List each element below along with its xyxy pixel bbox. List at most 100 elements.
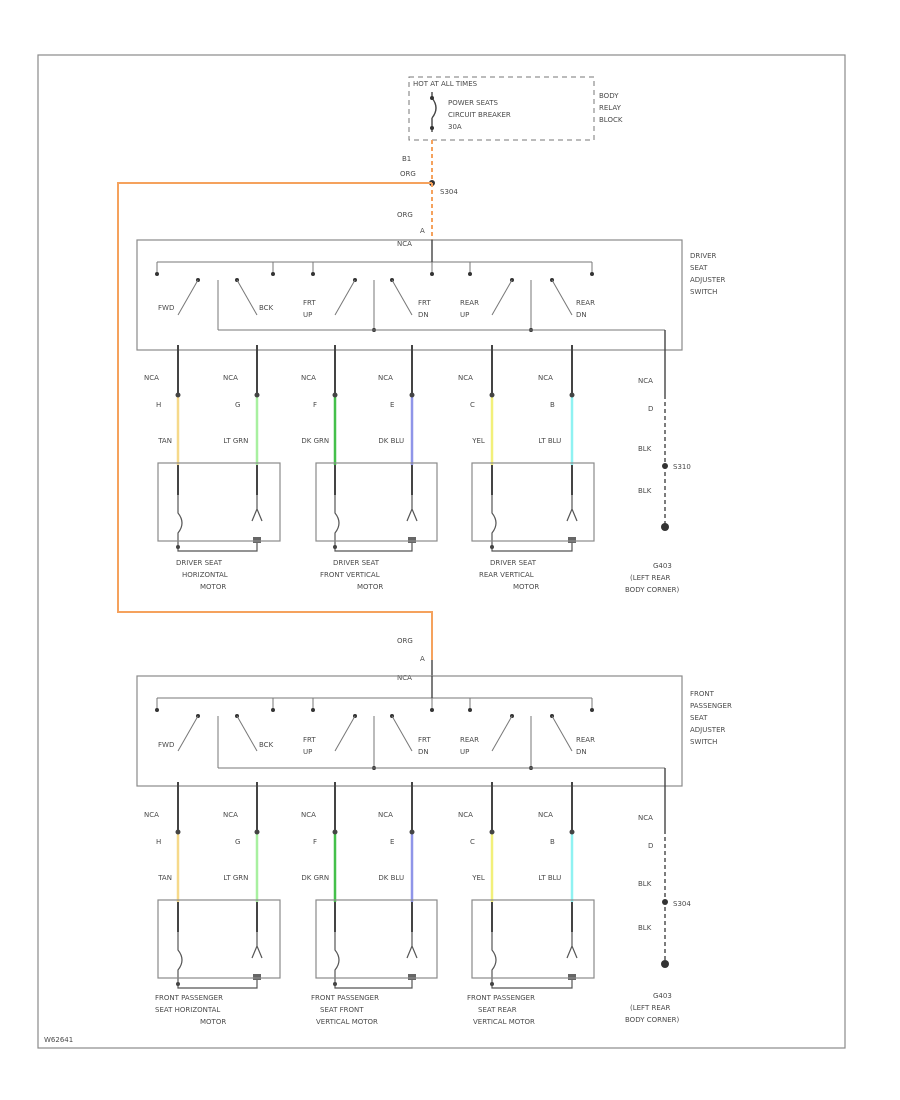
passenger-connector-3 <box>409 829 415 835</box>
driver-rear-up-label-1: REAR <box>460 299 479 307</box>
passenger-motor-circuit-1 <box>334 932 413 989</box>
passenger-ground-color-1: BLK <box>638 880 652 888</box>
passenger-ground-label-3: BODY CORNER) <box>625 1016 679 1024</box>
driver-switch-box <box>136 239 683 351</box>
passenger-feed-conn: NCA <box>397 674 412 682</box>
passenger-ground-label-2: (LEFT REAR <box>630 1004 671 1012</box>
driver-connector-0 <box>175 392 181 398</box>
diagram-code: W62641 <box>44 1036 73 1044</box>
passenger-motor-2-line-3: VERTICAL MOTOR <box>316 1018 378 1026</box>
circuit-breaker-block: HOT AT ALL TIMES POWER SEATS CIRCUIT BRE… <box>408 76 623 141</box>
driver-wire-conn-1: NCA <box>223 374 238 382</box>
driver-bck-label: BCK <box>259 304 274 312</box>
passenger-wire-pin-3: E <box>390 838 394 846</box>
driver-wire-color-1: LT GRN <box>223 437 248 445</box>
driver-seat-switch: ORG A NCA DRIVER SEAT ADJUSTER SWITCH <box>136 211 726 395</box>
passenger-switch-title-2: PASSENGER <box>690 702 732 710</box>
driver-motor-armature-2 <box>568 537 576 543</box>
driver-motor-2-line-1: DRIVER SEAT <box>333 559 380 567</box>
driver-wire-conn-5: NCA <box>538 374 553 382</box>
block-label-2: RELAY <box>599 104 622 112</box>
driver-motor-terminal-0 <box>251 495 263 522</box>
passenger-motors: FRONT PASSENGER SEAT HORIZONTAL MOTOR FR… <box>155 899 595 1026</box>
driver-motor-3-line-3: MOTOR <box>513 583 539 591</box>
passenger-motor-circuit-0 <box>177 932 258 989</box>
passenger-connector-0 <box>175 829 181 835</box>
passenger-wire-color-1: LT GRN <box>223 874 248 882</box>
driver-connector-3 <box>409 392 415 398</box>
passenger-ground-pin: D <box>648 842 653 850</box>
driver-motor-node-2 <box>490 545 494 549</box>
driver-wire-conn-2: NCA <box>301 374 316 382</box>
passenger-wire-conn-5: NCA <box>538 811 553 819</box>
passenger-wire-color-5: LT BLU <box>538 874 561 882</box>
passenger-wire-conn-4: NCA <box>458 811 473 819</box>
passenger-ground-label-1: G403 <box>653 992 672 1000</box>
passenger-motor-terminal-1 <box>406 932 418 959</box>
driver-feed-conn: NCA <box>397 240 412 248</box>
passenger-bck-label: BCK <box>259 741 274 749</box>
passenger-motor-3-line-3: VERTICAL MOTOR <box>473 1018 535 1026</box>
passenger-ground-splice: S304 <box>673 900 691 908</box>
passenger-fwd-label: FWD <box>158 741 174 749</box>
passenger-rear-up-label-2: UP <box>460 748 469 756</box>
passenger-wire-color-3: DK BLU <box>378 874 404 882</box>
passenger-motor-3-line-2: SEAT REAR <box>478 1006 517 1014</box>
driver-motor-node-1 <box>333 545 337 549</box>
passenger-motor-2-line-1: FRONT PASSENGER <box>311 994 379 1002</box>
driver-wire-color-0: TAN <box>157 437 172 445</box>
driver-wire-pin-5: B <box>550 401 555 409</box>
passenger-feed-pin: A <box>420 655 425 663</box>
driver-frt-up-label-2: UP <box>303 311 312 319</box>
passenger-switch-title-5: SWITCH <box>690 738 717 746</box>
passenger-motor-terminal-0 <box>251 932 263 959</box>
passenger-wire-conn-1: NCA <box>223 811 238 819</box>
passenger-wire-pin-5: B <box>550 838 555 846</box>
passenger-switch-title-1: FRONT <box>690 690 715 698</box>
driver-connector-4 <box>489 392 495 398</box>
passenger-seat-switch: ORG A NCA FRONT PASSENGER SEAT ADJUSTER … <box>136 637 732 830</box>
passenger-horizontal-motor-box <box>157 899 281 979</box>
driver-motor-1-line-1: DRIVER SEAT <box>176 559 223 567</box>
driver-bus-taps <box>155 262 594 276</box>
passenger-wire-color-4: YEL <box>471 874 485 882</box>
driver-frt-dn-label-2: DN <box>418 311 429 319</box>
passenger-rear-vertical-motor-box <box>471 899 595 979</box>
feed-wire-color: ORG <box>400 170 416 178</box>
passenger-front-vertical-motor-box <box>315 899 438 979</box>
driver-wire-color-5: LT BLU <box>538 437 561 445</box>
diagram-frame <box>37 54 846 1049</box>
driver-ground-color-1: BLK <box>638 445 652 453</box>
feed-wire-number: B1 <box>402 155 411 163</box>
passenger-motor-armature-1 <box>408 974 416 980</box>
driver-wire-conn-0: NCA <box>144 374 159 382</box>
block-label-3: BLOCK <box>599 116 623 124</box>
driver-motor-node-0 <box>176 545 180 549</box>
driver-motors: DRIVER SEAT HORIZONTAL MOTOR DRIVER SEAT… <box>157 462 595 591</box>
driver-motor-terminal-1 <box>406 495 418 522</box>
driver-frt-dn-label-1: FRT <box>418 299 431 307</box>
driver-rear-dn-label-2: DN <box>576 311 587 319</box>
passenger-wire-pin-1: G <box>235 838 240 846</box>
passenger-motor-2-line-2: SEAT FRONT <box>320 1006 364 1014</box>
passenger-motor-armature-2 <box>568 974 576 980</box>
passenger-frt-up-label-1: FRT <box>303 736 316 744</box>
fuse-label-1: POWER SEATS <box>448 99 499 107</box>
driver-ground-label-1: G403 <box>653 562 672 570</box>
passenger-wire-color-0: TAN <box>157 874 172 882</box>
fuse-label-2: CIRCUIT BREAKER <box>448 111 511 119</box>
block-label-1: BODY <box>599 92 619 100</box>
passenger-rear-dn-label-2: DN <box>576 748 587 756</box>
passenger-motor-node-0 <box>176 982 180 986</box>
driver-wire-pin-0: H <box>156 401 161 409</box>
driver-ground-splice: S310 <box>673 463 691 471</box>
passenger-wire-pin-0: H <box>156 838 161 846</box>
driver-wire-conn-3: NCA <box>378 374 393 382</box>
driver-wire-pin-2: F <box>313 401 317 409</box>
passenger-ground-conn: NCA <box>638 814 653 822</box>
passenger-bus-taps <box>155 698 594 712</box>
fuse-header: HOT AT ALL TIMES <box>413 80 478 88</box>
driver-ground-pin: D <box>648 405 653 413</box>
driver-switch-blades <box>177 278 666 395</box>
